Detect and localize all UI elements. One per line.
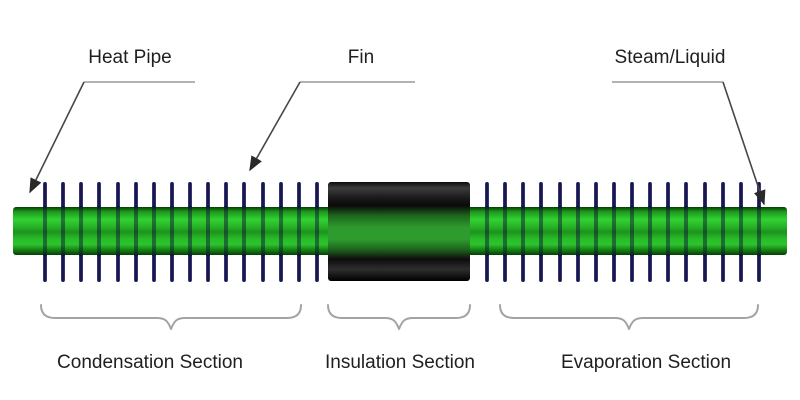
section-braces (40, 304, 759, 330)
fin-pipe-crossing-shade (666, 206, 670, 256)
fin-pipe-crossing-shade (648, 206, 652, 256)
fin-pipe-crossing-shade (43, 206, 47, 256)
fin-pipe-crossing-shade (261, 206, 265, 256)
insulation-brace (327, 304, 471, 330)
insulation-section-label: Insulation Section (325, 352, 475, 373)
fin-pipe-crossing-shade (242, 206, 246, 256)
steam-liquid-arrow (612, 81, 766, 206)
fin-pipe-crossing-shade (279, 206, 283, 256)
fin-label: Fin (347, 47, 375, 68)
condensation-brace (40, 304, 302, 330)
insulation-sleeve (328, 182, 470, 281)
heat-pipe-arrow (29, 81, 195, 194)
fin-pipe-crossing-shade (170, 206, 174, 256)
heat-pipe-label: Heat Pipe (88, 47, 172, 68)
fin-pipe-crossing-shade (576, 206, 580, 256)
fin-pipe-crossing-shade (116, 206, 120, 256)
evaporation-brace (499, 304, 759, 330)
fin-pipe-crossing-shade (703, 206, 707, 256)
fin-pipe-crossing-shade (539, 206, 543, 256)
fin-pipe-crossing-shade (721, 206, 725, 256)
fin-pipe-crossing-shade (612, 206, 616, 256)
fin-pipe-crossing-shade (503, 206, 507, 256)
fin-pipe-crossing-shade (152, 206, 156, 256)
fin-pipe-crossing-shade (485, 206, 489, 256)
fin-pipe-crossing-shade (630, 206, 634, 256)
fin-pipe-crossing-shade (739, 206, 743, 256)
fin-pipe-crossing-shade (315, 206, 319, 256)
fin-arrow (249, 81, 415, 172)
fin-pipe-crossing-shade (558, 206, 562, 256)
fin-pipe-crossing-shade (79, 206, 83, 256)
condensation-section-label: Condensation Section (57, 352, 243, 373)
fin-pipe-crossing-shade (521, 206, 525, 256)
fin-pipe-crossing-shade (188, 206, 192, 256)
fin-pipe-crossing-shade (61, 206, 65, 256)
fin-pipe-crossing-shade (97, 206, 101, 256)
steam-liquid-label: Steam/Liquid (614, 47, 726, 68)
fin-pipe-crossing-shade (134, 206, 138, 256)
fin-pipe-crossing-shade (594, 206, 598, 256)
fin-pipe-crossing-shade (684, 206, 688, 256)
fin-pipe-crossing-shade (297, 206, 301, 256)
fin-pipe-crossing-shade (224, 206, 228, 256)
evaporation-section-label: Evaporation Section (560, 352, 732, 373)
fin-pipe-crossing-shade (757, 206, 761, 256)
fin-pipe-crossing-shade (206, 206, 210, 256)
